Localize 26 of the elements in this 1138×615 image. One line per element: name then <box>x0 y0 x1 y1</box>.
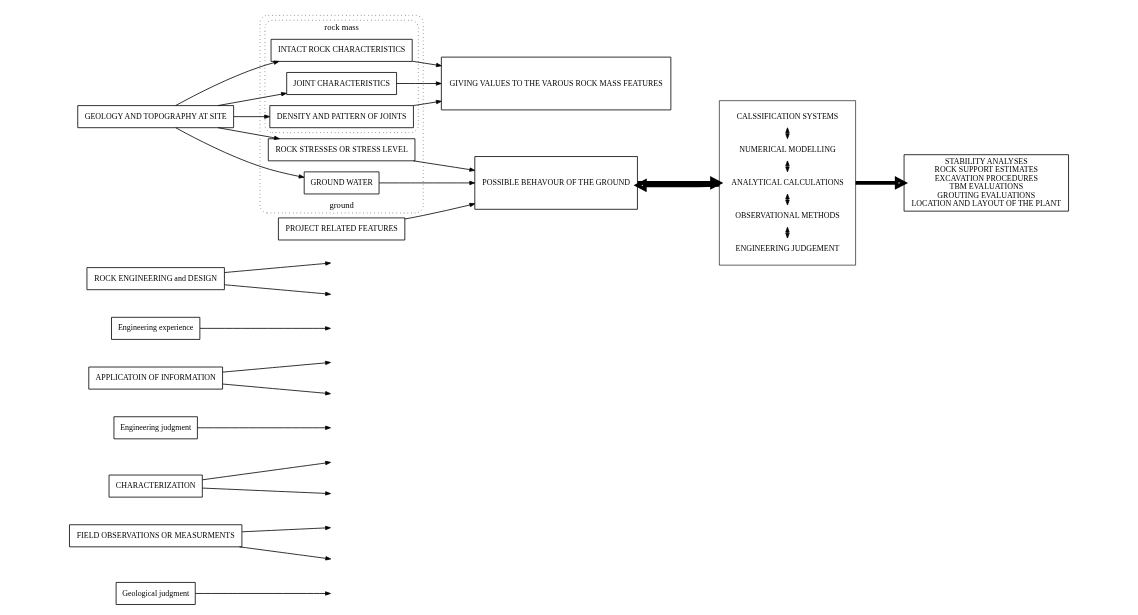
arrow <box>217 127 280 140</box>
cluster <box>719 100 856 266</box>
arrow <box>413 99 442 106</box>
arrow <box>633 178 720 193</box>
arrow <box>202 460 331 481</box>
arrow <box>195 591 331 596</box>
arrow <box>197 425 331 430</box>
arrow <box>239 546 332 561</box>
arrow <box>224 284 331 296</box>
arrow <box>199 326 331 331</box>
arrow <box>222 360 331 373</box>
arrow <box>222 383 331 396</box>
arrow <box>637 176 724 190</box>
arrow <box>175 60 280 106</box>
arrow <box>202 487 331 496</box>
arrow <box>404 202 476 220</box>
arrow <box>241 525 331 533</box>
arrow <box>855 176 908 190</box>
arrow <box>233 114 270 119</box>
arrow <box>217 92 287 106</box>
arrow <box>413 160 476 172</box>
arrow <box>396 81 442 86</box>
arrow <box>411 60 442 68</box>
arrow <box>378 180 476 186</box>
arrow <box>224 261 331 273</box>
arrow <box>175 127 305 179</box>
